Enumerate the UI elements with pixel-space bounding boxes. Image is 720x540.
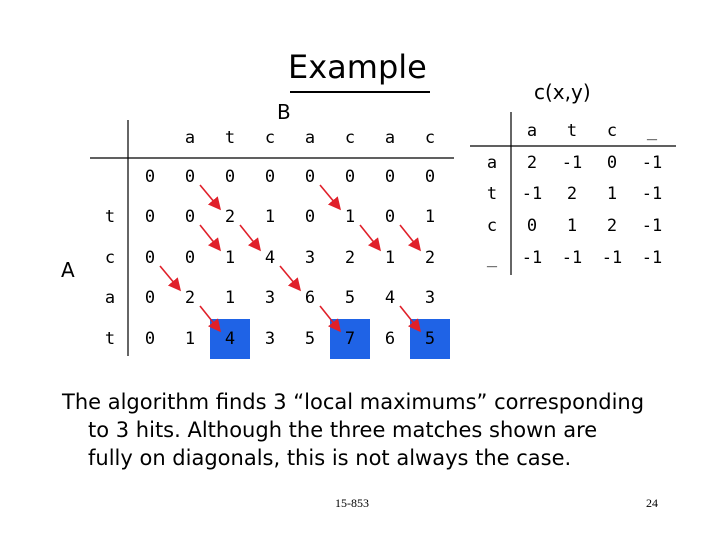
dp-row-label: t bbox=[104, 329, 116, 349]
dp-cell: 0 bbox=[304, 207, 316, 227]
score-cell: -1 bbox=[561, 153, 583, 173]
dp-cell: 4 bbox=[384, 288, 396, 308]
slide-title: Example bbox=[288, 48, 427, 86]
sequence-b-label: B bbox=[277, 100, 291, 124]
diagonal-arrow bbox=[319, 184, 342, 211]
score-function-label: c(x,y) bbox=[534, 80, 591, 104]
score-row-label: a bbox=[486, 153, 498, 173]
page-number: 24 bbox=[646, 496, 658, 510]
title-underline bbox=[290, 91, 430, 93]
dp-cell: 0 bbox=[344, 167, 356, 187]
score-cell: 0 bbox=[526, 216, 538, 236]
score-cell: -1 bbox=[601, 248, 623, 268]
dp-col-header: a bbox=[304, 128, 316, 148]
dp-cell: 2 bbox=[224, 207, 236, 227]
score-col-header: _ bbox=[646, 121, 658, 141]
dp-cell: 0 bbox=[264, 167, 276, 187]
score-cell: 1 bbox=[606, 184, 618, 204]
dp-col-header: t bbox=[224, 128, 236, 148]
diagonal-arrow bbox=[399, 224, 421, 252]
dp-cell: 1 bbox=[224, 248, 236, 268]
dp-row-label: a bbox=[104, 288, 116, 308]
diagonal-arrow bbox=[159, 265, 182, 292]
score-row-label: t bbox=[486, 184, 498, 204]
sequence-a-label: A bbox=[61, 258, 75, 282]
dp-cell: 0 bbox=[144, 288, 156, 308]
dp-cell: 1 bbox=[264, 207, 276, 227]
caption-line-2: to 3 hits. Although the three matches sh… bbox=[88, 418, 598, 442]
score-cell: 1 bbox=[566, 216, 578, 236]
score-cell: -1 bbox=[641, 248, 663, 268]
score-cell: -1 bbox=[521, 184, 543, 204]
dp-cell: 0 bbox=[184, 248, 196, 268]
dp-cell: 0 bbox=[304, 167, 316, 187]
dp-cell: 2 bbox=[184, 288, 196, 308]
score-col-header: a bbox=[526, 121, 538, 141]
score-col-header: t bbox=[566, 121, 578, 141]
dp-cell: 2 bbox=[424, 248, 436, 268]
slide-caption: The algorithm finds 3 “local maximums” c… bbox=[62, 388, 692, 472]
diagonal-arrow bbox=[239, 224, 261, 252]
score-cell: -1 bbox=[641, 153, 663, 173]
dp-cell: 3 bbox=[304, 248, 316, 268]
score-cell: -1 bbox=[521, 248, 543, 268]
dp-col-header: c bbox=[344, 128, 356, 148]
dp-cell: 1 bbox=[424, 207, 436, 227]
dp-col-header: c bbox=[424, 128, 436, 148]
dp-cell: 1 bbox=[384, 248, 396, 268]
dp-cell: 0 bbox=[184, 167, 196, 187]
course-number: 15-853 bbox=[335, 496, 369, 510]
diagonal-arrow bbox=[359, 224, 381, 252]
dp-cell: 1 bbox=[344, 207, 356, 227]
dp-cell: 0 bbox=[144, 207, 156, 227]
score-col-header: c bbox=[606, 121, 618, 141]
dp-cell: 4 bbox=[264, 248, 276, 268]
dp-cell: 3 bbox=[264, 329, 276, 349]
caption-line-3: fully on diagonals, this is not always t… bbox=[88, 446, 572, 470]
dp-cell: 3 bbox=[424, 288, 436, 308]
dp-cell: 0 bbox=[184, 207, 196, 227]
dp-cell: 0 bbox=[384, 167, 396, 187]
score-cell: 0 bbox=[606, 153, 618, 173]
diagonal-arrow bbox=[199, 305, 221, 333]
dp-col-header: a bbox=[384, 128, 396, 148]
dp-cell: 5 bbox=[344, 288, 356, 308]
diagonal-arrow bbox=[199, 224, 221, 252]
dp-cell: 6 bbox=[304, 288, 316, 308]
dp-cell: 2 bbox=[344, 248, 356, 268]
dp-col-header: c bbox=[264, 128, 276, 148]
dp-cell: 6 bbox=[384, 329, 396, 349]
dp-cell: 1 bbox=[184, 329, 196, 349]
diagonal-arrow bbox=[399, 305, 421, 333]
dp-cell: 0 bbox=[144, 329, 156, 349]
score-cell: 2 bbox=[566, 184, 578, 204]
score-row-label: _ bbox=[486, 248, 498, 268]
score-cell: -1 bbox=[641, 184, 663, 204]
dp-cell: 1 bbox=[224, 288, 236, 308]
dp-cell: 0 bbox=[224, 167, 236, 187]
score-cell: 2 bbox=[606, 216, 618, 236]
dp-cell: 3 bbox=[264, 288, 276, 308]
dp-row-label: t bbox=[104, 207, 116, 227]
dp-col-header: a bbox=[184, 128, 196, 148]
score-cell: -1 bbox=[641, 216, 663, 236]
dp-cell: 0 bbox=[144, 167, 156, 187]
score-row-label: c bbox=[486, 216, 498, 236]
diagonal-arrow bbox=[279, 265, 302, 292]
dp-cell: 5 bbox=[304, 329, 316, 349]
caption-line-1: The algorithm finds 3 “local maximums” c… bbox=[62, 390, 645, 414]
score-cell: 2 bbox=[526, 153, 538, 173]
dp-row-label: c bbox=[104, 248, 116, 268]
diagonal-arrow bbox=[319, 305, 341, 333]
dp-cell: 0 bbox=[384, 207, 396, 227]
dp-cell: 0 bbox=[144, 248, 156, 268]
score-cell: -1 bbox=[561, 248, 583, 268]
dp-cell: 0 bbox=[424, 167, 436, 187]
diagonal-arrow bbox=[199, 184, 222, 211]
